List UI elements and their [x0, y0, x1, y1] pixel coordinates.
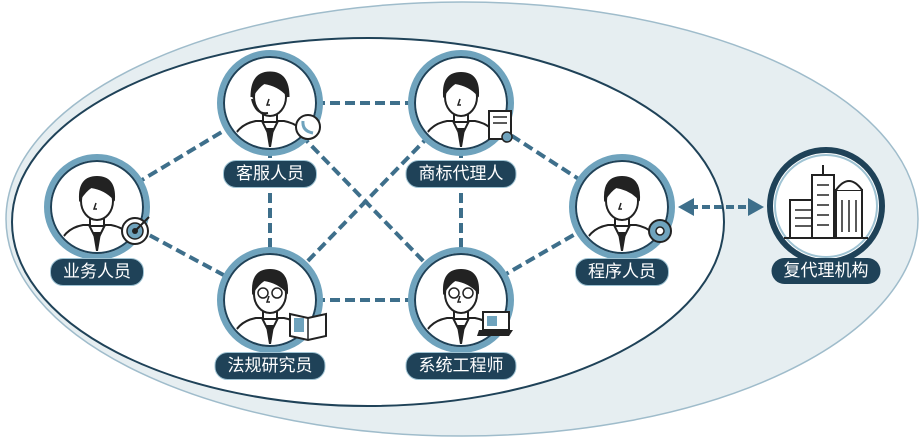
- node-label-business: 业务人员: [50, 258, 144, 286]
- node-trademark: [408, 50, 514, 156]
- gear-icon: [648, 219, 672, 243]
- person-icon: [228, 268, 312, 344]
- person-icon: [55, 175, 139, 251]
- node-service: [217, 50, 323, 156]
- node-legal: [217, 247, 327, 353]
- node-programmer: [569, 154, 675, 260]
- node-label-engineer: 系统工程师: [405, 352, 517, 380]
- organization-label: 复代理机构: [771, 258, 881, 284]
- person-icon: [419, 71, 503, 147]
- buildings-icon: [784, 165, 868, 239]
- target-icon: [121, 216, 150, 245]
- book-icon: [289, 312, 327, 342]
- person-icon: [419, 268, 503, 344]
- person-icon: [228, 71, 312, 147]
- certificate-icon: [488, 110, 513, 143]
- double-arrow: [678, 198, 764, 216]
- person-icon: [580, 175, 664, 251]
- inner-ellipse: [11, 37, 725, 407]
- node-label-legal: 法规研究员: [214, 352, 326, 380]
- node-business: [44, 154, 150, 260]
- node-label-programmer: 程序人员: [575, 258, 669, 286]
- laptop-icon: [477, 311, 513, 336]
- organization-node: [767, 147, 885, 265]
- phone-icon: [295, 114, 321, 140]
- node-engineer: [408, 247, 514, 353]
- node-label-trademark: 商标代理人: [405, 160, 517, 188]
- node-label-service: 客服人员: [223, 160, 317, 188]
